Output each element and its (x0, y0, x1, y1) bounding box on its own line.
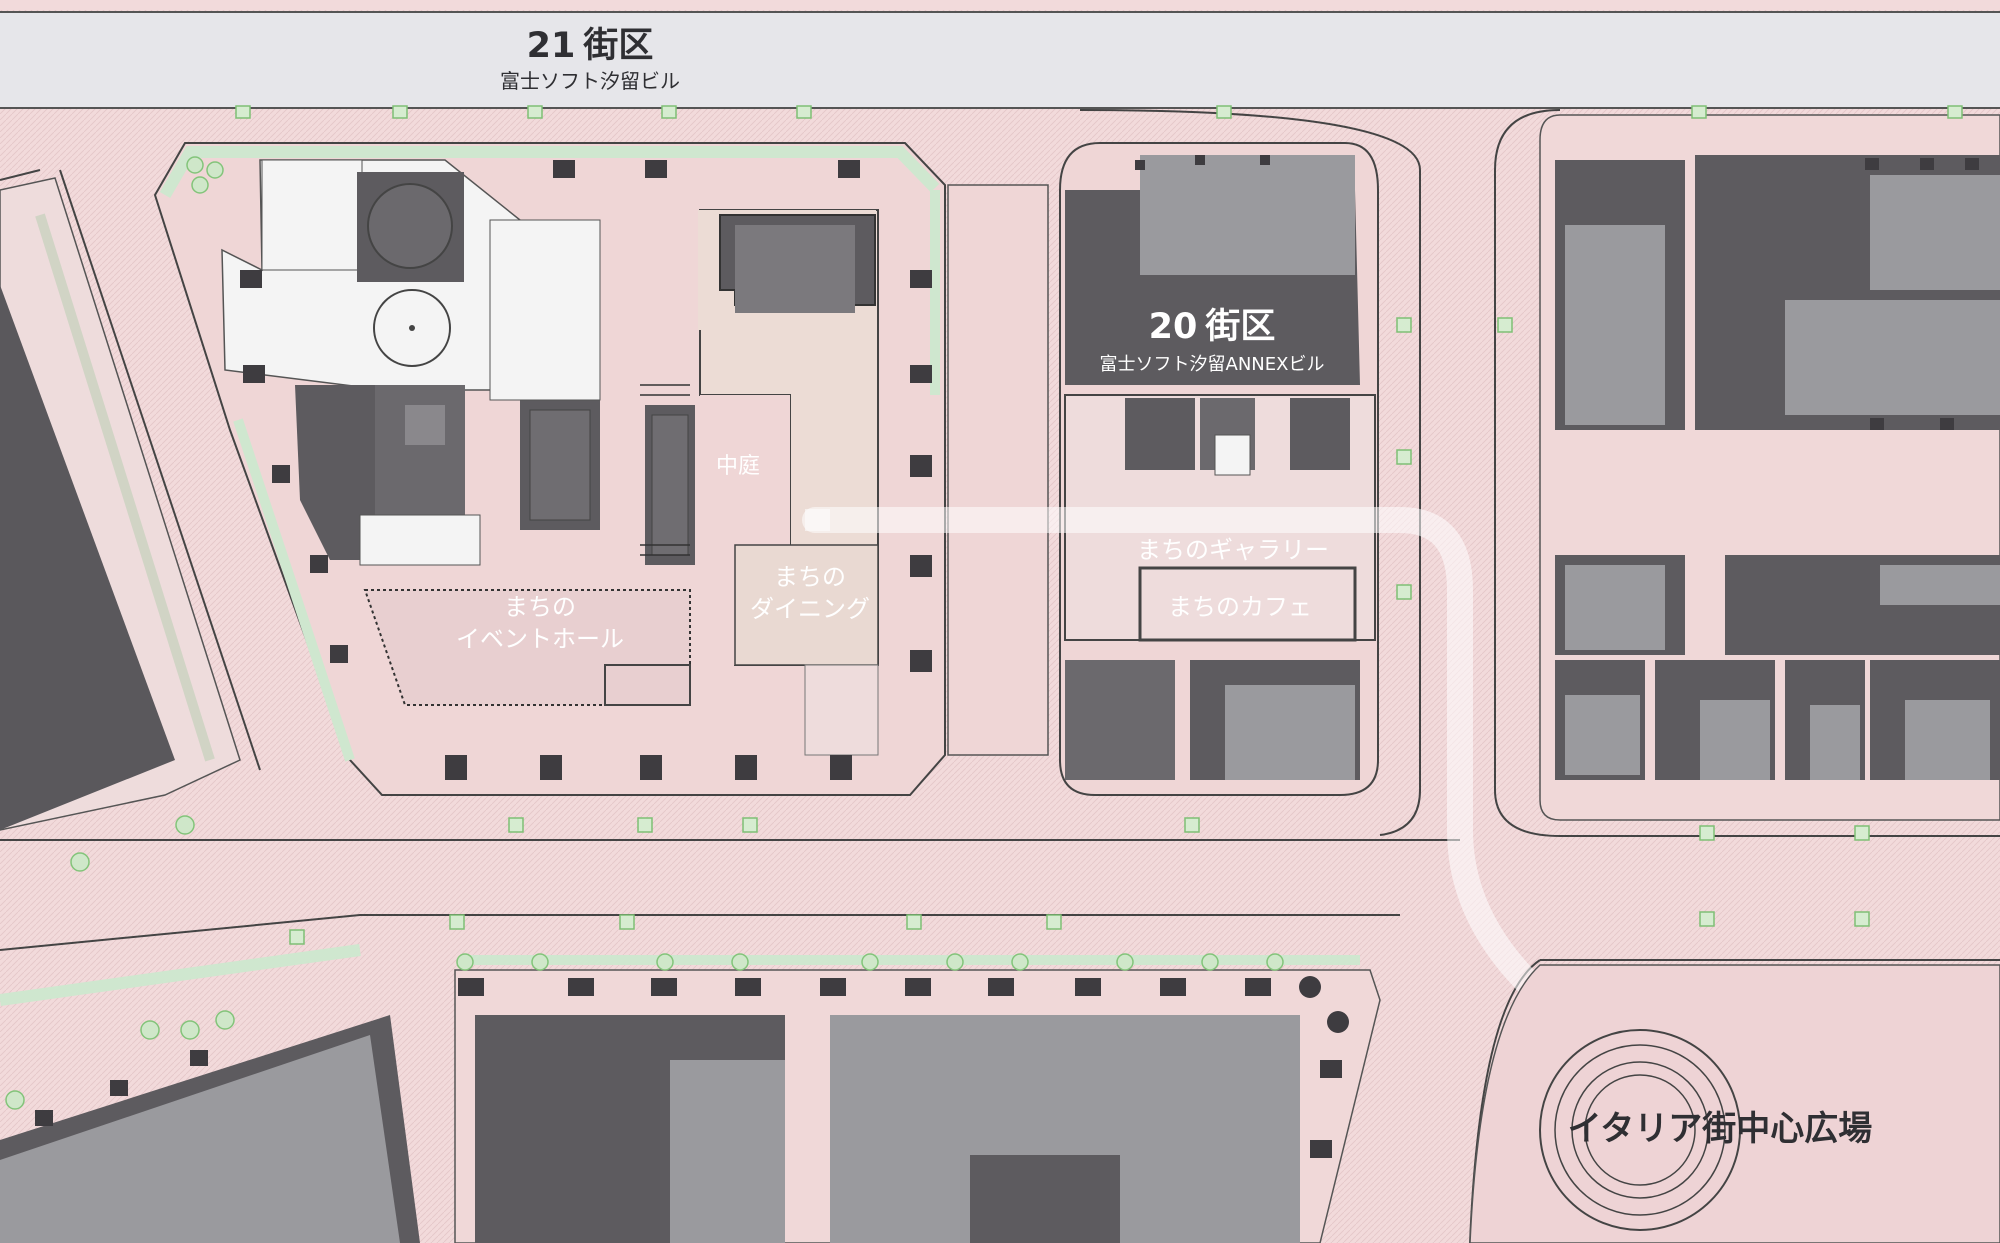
event-hall-label-line2: イベントホール (456, 625, 624, 653)
tree-icon (186, 156, 204, 174)
right-blocks (1539, 114, 2000, 821)
district-20-suffix: 街区 (1204, 307, 1275, 347)
tree-clusters (5, 156, 1284, 1110)
column-row (35, 155, 1979, 1158)
district-20-block (1059, 142, 1379, 796)
event-hall-label-line1: まちの (504, 593, 576, 621)
district-20-number: 20 (1149, 307, 1198, 347)
district-21-block (153, 142, 1049, 796)
district-21-suffix: 街区 (582, 26, 653, 66)
column-icon (458, 978, 484, 996)
area-labels: 中庭 まちの イベントホール まちの ダイニング まちのギャラリー まちのカフェ… (456, 454, 1872, 1149)
plaza-label: イタリア街中心広場 (1568, 1109, 1873, 1149)
dining-label-line2: ダイニング (750, 595, 870, 623)
plaza (1469, 964, 2000, 1243)
courtyard-label: 中庭 (716, 454, 760, 479)
left-block (0, 177, 241, 831)
tree-icon (235, 105, 251, 119)
fountain-icon (373, 289, 451, 367)
bottom-blocks (0, 944, 1381, 1243)
header-band (0, 0, 2000, 109)
gallery-label: まちのギャラリー (1137, 536, 1329, 564)
district-20-building: 富士ソフト汐留ANNEXビル (1100, 354, 1325, 375)
district-21-building: 富士ソフト汐留ビル (500, 69, 680, 93)
dining-label-line1: まちの (774, 563, 846, 591)
district-21-number: 21 (527, 26, 576, 66)
tree-row (235, 105, 1963, 945)
cafe-label: まちのカフェ (1168, 593, 1312, 621)
